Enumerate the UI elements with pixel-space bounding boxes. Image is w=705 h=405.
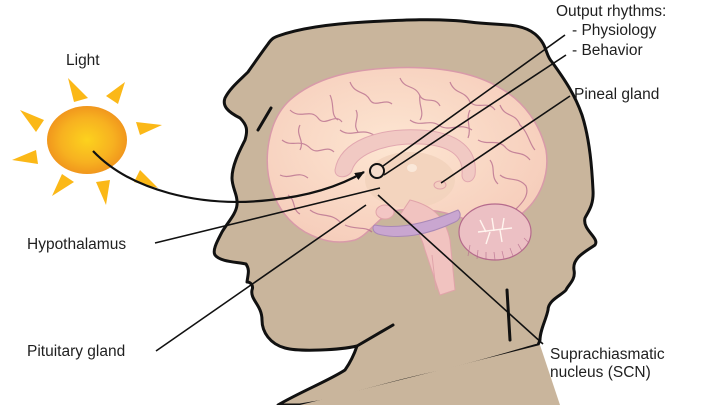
light-pathway-arrow [92,150,365,203]
scn-output-circle [369,163,385,179]
label-behavior: - Behavior [572,42,643,59]
label-physiology: - Physiology [572,22,657,39]
label-hypothalamus: Hypothalamus [27,236,127,253]
label-output-rhythms: Output rhythms: [556,3,667,20]
leader-lines [154,34,571,352]
sun-icon [12,78,162,205]
label-scn-line1: Suprachiasmatic [550,346,665,363]
label-scn-line2: nucleus (SCN) [550,364,651,381]
label-light: Light [66,52,100,69]
label-pineal-gland: Pineal gland [574,86,660,103]
cerebellum [458,203,532,261]
label-pituitary-gland: Pituitary gland [27,343,126,360]
